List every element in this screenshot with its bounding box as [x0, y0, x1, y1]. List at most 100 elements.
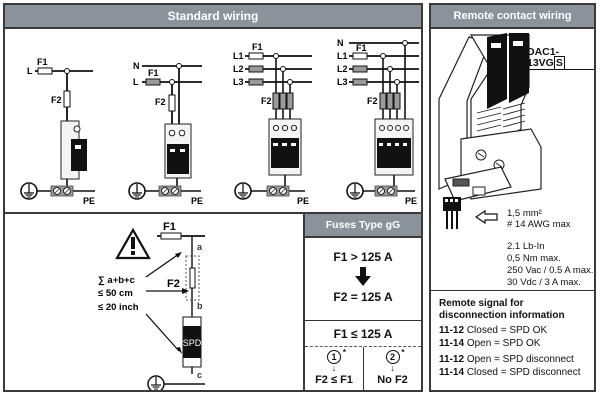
signal-row: 11-14 Open = SPD OK	[439, 338, 540, 349]
option-1-marker: 1 *	[327, 348, 346, 364]
line-label-l3: L3	[233, 77, 244, 87]
fuse-f2-label: F2	[51, 95, 62, 105]
torque-lb: 2.1 Lb-In	[507, 241, 545, 252]
point-a-label: a	[197, 242, 203, 252]
signal-state: Closed = SPD disconnect	[466, 367, 581, 378]
option-2-number: 2	[389, 352, 395, 362]
fuse-f1-label: F1	[356, 43, 367, 53]
case-high-condition: F1 > 125 A	[333, 250, 393, 264]
line-label-l2: L2	[337, 64, 348, 74]
pe-terminal	[266, 185, 290, 197]
line-label-n: N	[133, 61, 140, 71]
signal-row: 11-14 Closed = SPD disconnect	[439, 367, 580, 378]
line-label-n: N	[337, 38, 344, 48]
signal-contact: 11-14	[439, 367, 465, 378]
fuse-f2	[168, 94, 176, 112]
pe-label: PE	[191, 196, 203, 206]
fuses-panel: Fuses Type gG F1 > 125 A F2 = 125 A F1 ≤…	[303, 214, 423, 392]
option-1-number: 1	[331, 352, 337, 362]
fuse-f2-label: F2	[155, 97, 166, 107]
line-label-l1: L1	[233, 51, 244, 61]
sum-label: ∑ a+b+c	[98, 275, 135, 286]
signal-title-2: disconnection information	[439, 310, 565, 321]
pe-terminal	[50, 185, 74, 197]
remote-contact-panel: Remote contact wiring	[429, 3, 596, 392]
signal-row: 11-12 Open = SPD disconnect	[439, 354, 574, 365]
standard-wiring-title: Standard wiring	[5, 5, 421, 29]
fuse-option-1: 1 * ↓ F2 ≤ F1	[305, 347, 364, 390]
signal-state: Closed = SPD OK	[466, 325, 548, 336]
fuse-f2	[63, 90, 71, 108]
remote-contact-title: Remote contact wiring	[431, 5, 594, 29]
line-label-l1: L1	[337, 51, 348, 61]
line-label-l2: L2	[233, 64, 244, 74]
arrow-down-small-icon: ↓	[390, 363, 395, 373]
rating-dc: 30 Vdc / 3 A max.	[507, 277, 581, 288]
pe-label: PE	[297, 196, 309, 206]
wire-awg: # 14 AWG max	[507, 219, 571, 230]
case-high-result: F2 = 125 A	[333, 290, 393, 304]
fuse-f1-label: F1	[252, 42, 263, 52]
fuse-f2	[379, 92, 387, 110]
fuse-case-high: F1 > 125 A F2 = 125 A	[305, 238, 421, 321]
signal-state: Open = SPD disconnect	[466, 354, 574, 365]
spd-device: SPD	[182, 316, 202, 368]
fuse-option-2: 2 * ↓ No F2	[364, 347, 421, 390]
spd-module-3p	[268, 118, 302, 176]
line-label-l3: L3	[337, 77, 348, 87]
signal-contact: 11-14	[439, 338, 465, 349]
ground-icon	[128, 182, 146, 200]
pe-terminal	[158, 185, 182, 197]
spd-label: SPD	[183, 338, 202, 348]
fuse-f1	[352, 52, 368, 60]
spd-module-1p	[60, 120, 87, 180]
option-2-result: No F2	[377, 374, 408, 386]
arrow-left-icon	[474, 209, 498, 225]
line-label-l: L	[27, 66, 33, 76]
signal-row: 11-12 Closed = SPD OK	[439, 325, 547, 336]
option-1-note: *	[342, 348, 346, 357]
max-cm-label: ≤ 50 cm	[98, 288, 133, 299]
point-c-label: c	[197, 370, 202, 380]
line-label-l: L	[133, 77, 139, 87]
fuse-f2	[272, 92, 280, 110]
model-suffix: S	[553, 56, 565, 70]
torque-nm: 0,5 Nm max.	[507, 253, 561, 264]
spd-product-illustration	[438, 33, 542, 229]
spd-module-2p	[164, 123, 192, 179]
option-2-note: *	[401, 348, 405, 357]
fuse-f1	[145, 78, 161, 86]
model-prefix: DAC1-13VG	[527, 46, 560, 69]
spd-module-4p	[374, 118, 414, 176]
pe-terminal	[374, 185, 398, 197]
arrow-down-small-icon: ↓	[331, 363, 337, 373]
fuses-title: Fuses Type gG	[305, 214, 421, 238]
ground-icon	[20, 182, 38, 200]
fuse-f1	[37, 67, 53, 75]
installation-rule-panel: ∑ a+b+c ≤ 50 cm ≤ 20 inch F1 a F2 b SPD …	[3, 214, 305, 392]
remote-terminal-connector	[443, 197, 461, 229]
fuse-case-low: F1 ≤ 125 A	[305, 321, 421, 347]
ground-icon	[346, 182, 364, 200]
fuse-f1-label: F1	[148, 68, 159, 78]
wire-size: 1,5 mm²	[507, 208, 542, 219]
fuse-f1-label: F1	[37, 57, 48, 67]
diagram-three-pole: L1 L2 L3 F1 F2	[233, 42, 312, 206]
pe-label: PE	[405, 196, 417, 206]
signal-state: Open = SPD OK	[466, 338, 541, 349]
standard-wiring-diagrams: L F1 F2 PE N L	[20, 38, 419, 206]
fuse-f1-label: F1	[163, 221, 176, 233]
signal-contact: 11-12	[439, 354, 465, 365]
installation-rule-diagram: ∑ a+b+c ≤ 50 cm ≤ 20 inch F1 a F2 b SPD …	[98, 221, 205, 390]
fuse-f1	[248, 52, 264, 60]
option-2-marker: 2 *	[385, 348, 405, 364]
fuse-f2-label: F2	[261, 96, 272, 106]
pe-label: PE	[83, 196, 95, 206]
point-b-label: b	[197, 301, 203, 311]
max-inch-label: ≤ 20 inch	[98, 302, 139, 313]
case-low-condition: F1 ≤ 125 A	[333, 327, 393, 341]
fuse-f2-label: F2	[167, 278, 180, 290]
signal-contact: 11-12	[439, 325, 465, 336]
ground-icon	[234, 182, 252, 200]
